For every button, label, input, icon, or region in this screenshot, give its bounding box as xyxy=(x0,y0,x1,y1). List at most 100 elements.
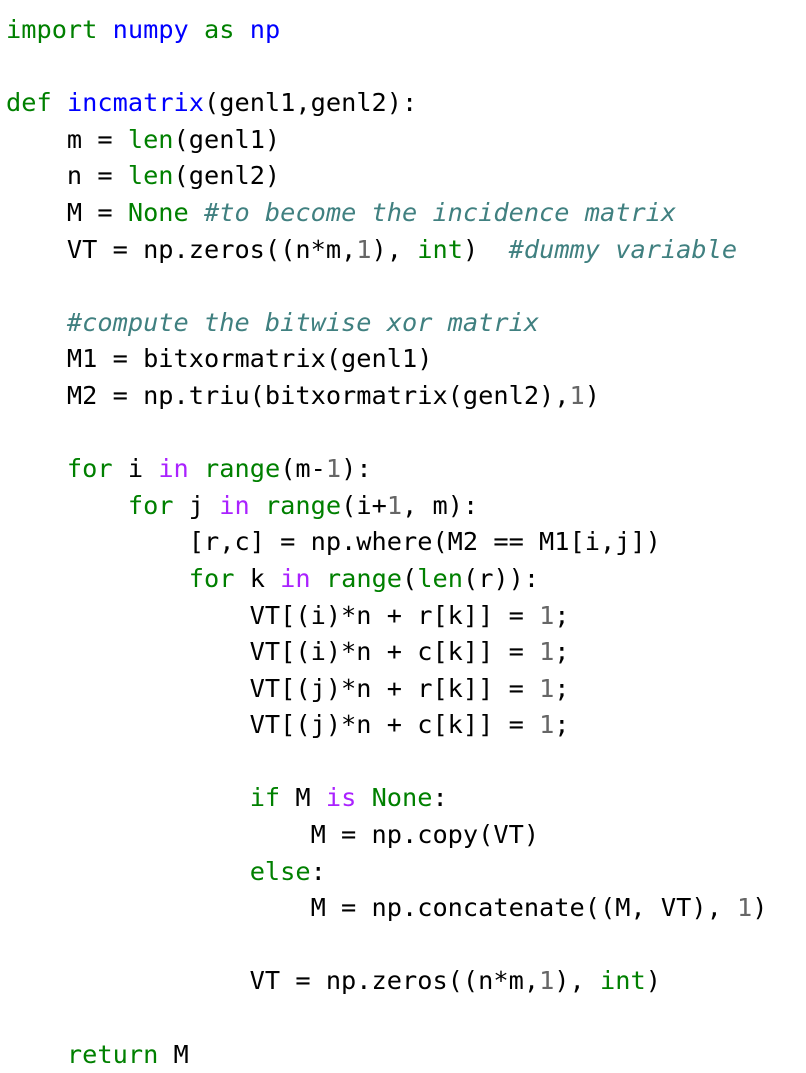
code-token-plain: (i+ xyxy=(341,490,387,520)
code-line xyxy=(6,744,806,781)
code-token-plain: i xyxy=(112,454,159,484)
code-token-plain: [r,c] = np.where(M2 == M1[i,j]) xyxy=(6,527,661,557)
code-token-kw: import xyxy=(6,15,98,44)
code-token-builtin: len xyxy=(127,124,174,154)
code-token-plain: ; xyxy=(554,710,570,740)
code-token-builtin: None xyxy=(127,197,189,227)
code-token-plain: (m- xyxy=(280,454,326,484)
code-token-plain: (genl2) xyxy=(173,161,281,191)
code-token-plain: : xyxy=(432,783,448,813)
code-token-plain xyxy=(6,308,67,337)
code-token-plain: ) xyxy=(584,380,600,410)
code-token-num: 1 xyxy=(737,893,753,923)
code-token-plain: VT = np.zeros((n*m, xyxy=(6,234,357,264)
code-token-plain: M = np.copy(VT) xyxy=(6,820,540,850)
code-token-plain xyxy=(250,491,265,520)
code-token-plain: j xyxy=(173,490,220,520)
code-token-kw: def xyxy=(6,88,52,118)
code-line: VT[(i)*n + r[k]] = 1; xyxy=(6,598,806,635)
code-token-num: 1 xyxy=(325,454,342,484)
code-token-ns: numpy xyxy=(112,15,189,44)
code-token-num: 1 xyxy=(539,710,555,740)
code-line: return M xyxy=(6,1037,806,1073)
code-line: M = np.copy(VT) xyxy=(6,817,806,854)
code-token-plain: , m): xyxy=(402,490,479,520)
code-token-plain xyxy=(6,1040,67,1069)
code-token-plain: k xyxy=(234,563,281,593)
code-token-plain: (r)): xyxy=(462,563,540,593)
code-line: else: xyxy=(6,854,806,891)
code-token-plain: m = xyxy=(6,124,128,154)
code-token-plain: ), xyxy=(554,966,600,996)
code-token-kw: for xyxy=(127,490,174,520)
code-line: if M is None: xyxy=(6,780,806,817)
code-line: VT[(j)*n + c[k]] = 1; xyxy=(6,707,806,744)
code-token-plain: n = xyxy=(6,161,128,191)
code-token-kw: as xyxy=(204,15,235,44)
code-line: M1 = bitxormatrix(genl1) xyxy=(6,341,806,378)
code-token-builtin: range xyxy=(204,454,281,484)
code-line: M = None #to become the incidence matrix xyxy=(6,195,806,232)
code-token-ns: np xyxy=(249,15,281,44)
code-token-plain xyxy=(234,15,249,44)
code-token-plain: ; xyxy=(554,637,570,667)
code-line xyxy=(6,415,806,452)
code-token-num: 1 xyxy=(539,637,555,667)
code-token-plain: VT[(i)*n + r[k]] = xyxy=(6,600,540,630)
code-line: VT[(j)*n + r[k]] = 1; xyxy=(6,671,806,708)
code-line xyxy=(6,268,806,305)
code-line: #compute the bitwise xor matrix xyxy=(6,305,806,342)
code-token-plain: M1 = bitxormatrix(genl1) xyxy=(6,344,433,374)
code-token-plain: ; xyxy=(554,673,570,703)
code-line xyxy=(6,1000,806,1037)
code-token-builtin: int xyxy=(417,234,463,264)
code-token-plain: ) xyxy=(462,234,509,264)
code-token-num: 1 xyxy=(539,673,555,703)
code-token-op: is xyxy=(325,783,357,813)
code-token-plain: M = xyxy=(6,197,128,227)
code-line: for i in range(m-1): xyxy=(6,451,806,488)
code-line: import numpy as np xyxy=(6,12,806,49)
code-token-plain xyxy=(6,857,250,886)
code-token-fn: incmatrix xyxy=(66,88,205,118)
code-token-plain: VT[(j)*n + c[k]] = xyxy=(6,710,540,740)
code-line: M = np.concatenate((M, VT), 1) xyxy=(6,890,806,927)
python-code-block: import numpy as np def incmatrix(genl1,g… xyxy=(6,12,806,1073)
code-token-plain: ) xyxy=(645,966,661,996)
code-token-plain xyxy=(52,88,67,117)
code-token-plain: (genl1,genl2): xyxy=(204,88,418,118)
code-token-plain: M xyxy=(158,1039,189,1069)
code-token-plain: VT = np.zeros((n*m, xyxy=(6,966,540,996)
code-token-num: 1 xyxy=(356,234,372,264)
code-line: VT = np.zeros((n*m,1), int) #dummy varia… xyxy=(6,232,806,269)
code-token-plain xyxy=(6,454,67,483)
code-token-plain xyxy=(6,783,250,812)
code-token-plain: M xyxy=(280,783,326,813)
code-token-plain xyxy=(189,15,204,44)
code-line xyxy=(6,49,806,86)
code-token-plain: ( xyxy=(402,563,418,593)
code-token-plain: M = np.concatenate((M, VT), xyxy=(6,893,738,923)
code-line: m = len(genl1) xyxy=(6,122,806,159)
code-token-plain: VT[(i)*n + c[k]] = xyxy=(6,637,540,667)
code-token-op: in xyxy=(280,563,311,593)
code-line: M2 = np.triu(bitxormatrix(genl2),1) xyxy=(6,378,806,415)
code-token-plain xyxy=(311,564,326,593)
code-token-num: 1 xyxy=(569,380,585,410)
code-token-plain: : xyxy=(310,856,326,886)
code-token-plain xyxy=(6,491,128,520)
code-line xyxy=(6,927,806,964)
code-line: for k in range(len(r)): xyxy=(6,561,806,598)
code-token-plain xyxy=(97,15,112,44)
code-token-op: in xyxy=(219,490,250,520)
code-token-comment: #dummy variable xyxy=(508,234,738,264)
code-token-plain: ), xyxy=(371,234,418,264)
code-line: [r,c] = np.where(M2 == M1[i,j]) xyxy=(6,524,806,561)
code-token-comment: #to become the incidence matrix xyxy=(204,197,677,227)
code-token-op: in xyxy=(158,454,189,484)
code-token-plain: ): xyxy=(341,454,372,484)
code-token-plain xyxy=(6,564,189,593)
code-line: n = len(genl2) xyxy=(6,158,806,195)
code-token-plain: ; xyxy=(554,600,570,630)
code-token-plain: VT[(j)*n + r[k]] = xyxy=(6,673,540,703)
